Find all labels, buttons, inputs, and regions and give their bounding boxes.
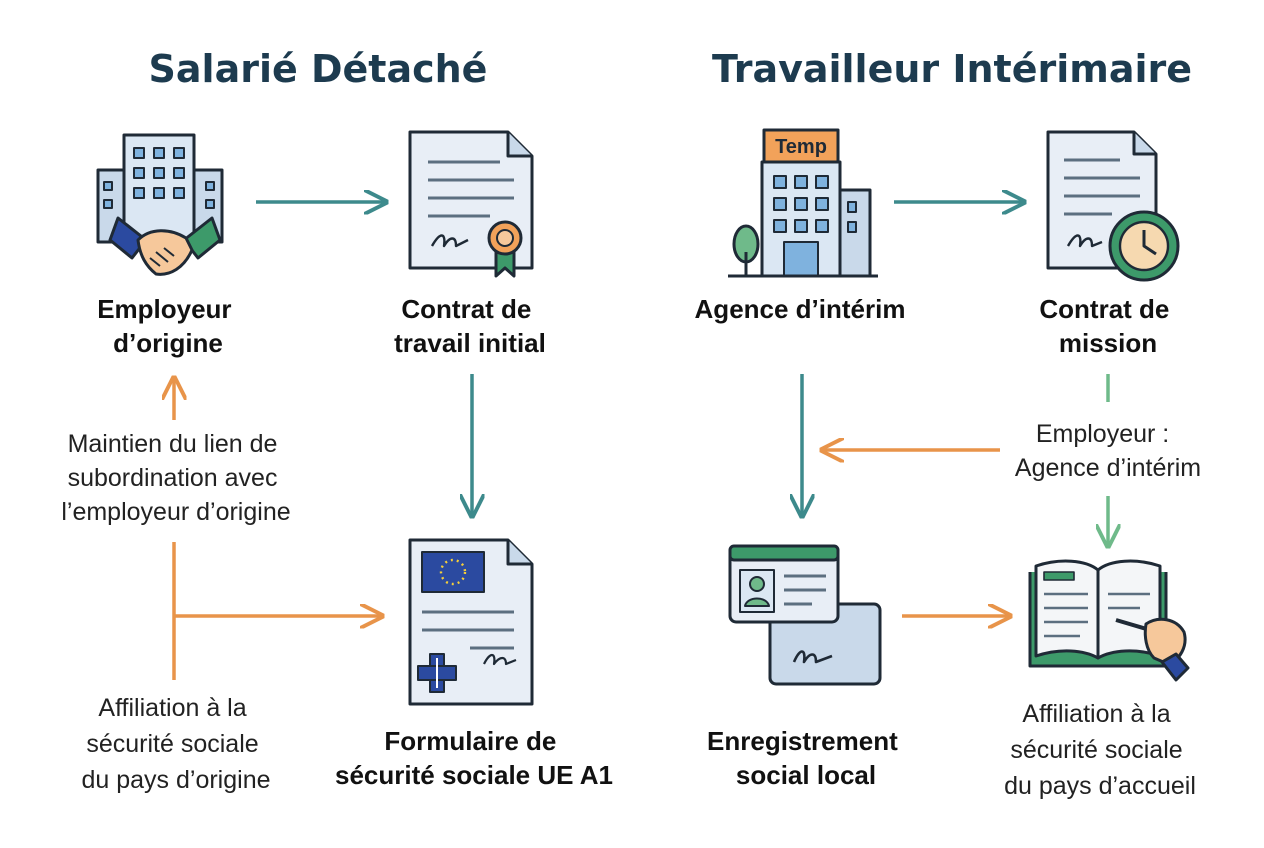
temp-agency-building-icon: [728, 128, 878, 278]
employer-agency-note: Employeur : Agence d’intérim: [1015, 420, 1201, 482]
origin-affiliation-note: Affiliation à la sécurité sociale du pay…: [81, 694, 270, 794]
mission-contract-label: Contrat de mission: [1039, 294, 1176, 358]
building-handshake-icon: [96, 133, 224, 276]
employer-label: Employeur d’origine: [97, 294, 239, 358]
host-affiliation-note: Affiliation à la sécurité sociale du pay…: [1004, 700, 1196, 800]
initial-contract-label: Contrat de travail initial: [394, 294, 546, 358]
mission-contract-clock-icon: [1046, 130, 1180, 282]
left-title: Salarié Détaché: [149, 47, 488, 91]
book-writing-icon: [1028, 559, 1190, 682]
agency-label: Agence d’intérim: [695, 294, 906, 324]
local-registration-label: Enregistrement social local: [707, 726, 905, 790]
signed-contract-icon: [408, 130, 534, 278]
subordination-note: Maintien du lien de subordination avec l…: [61, 430, 290, 526]
eu-form-icon: [408, 538, 534, 706]
a1-form-label: Formulaire de sécurité sociale UE A1: [335, 726, 613, 790]
right-title: Travailleur Intérimaire: [712, 47, 1192, 91]
id-card-icon: [728, 544, 882, 686]
temp-sign-text: Temp: [775, 136, 827, 158]
